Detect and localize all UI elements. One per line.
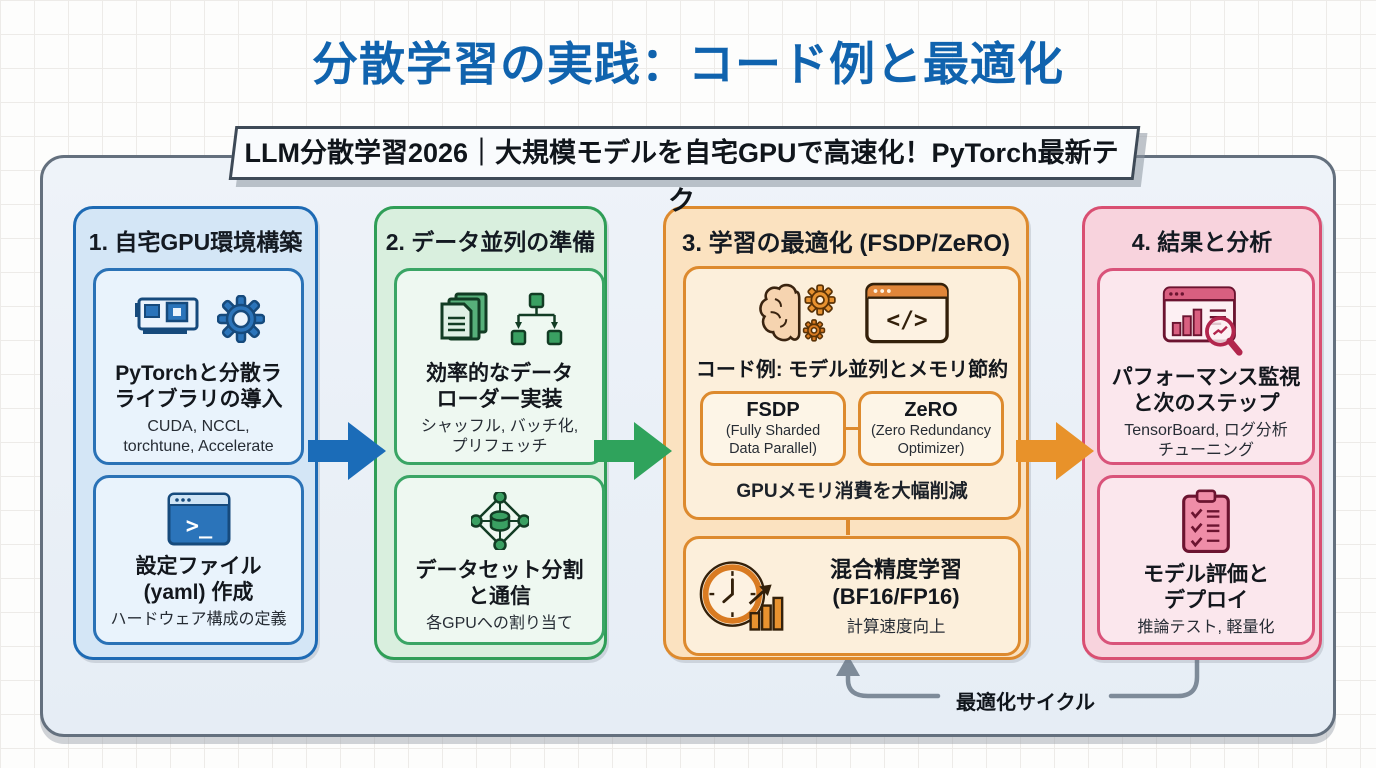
card-title-line: デプロイ xyxy=(1164,589,1248,612)
card-subtext: ハードウェア構成の定義 xyxy=(110,611,287,628)
precision-subtext: 計算速度向上 xyxy=(846,617,946,636)
precision-title-line: 混合精度学習 xyxy=(829,556,962,582)
card-yaml-config: >_ 設定ファイル (yaml) 作成 ハードウェア構成の定義 xyxy=(93,475,304,645)
flow-arrow-3 xyxy=(1016,422,1094,480)
card-subtext: チューニング xyxy=(1157,442,1254,459)
card-title-line: 設定ファイル xyxy=(135,555,262,578)
card-subtext: CUDA, NCCL, xyxy=(147,418,250,435)
column-4-title: 4. 結果と分析 xyxy=(1131,229,1273,255)
loop-arrowhead-icon xyxy=(836,655,860,676)
column-gpu-setup: 1. 自宅GPU環境構築 PyTorc xyxy=(73,206,318,660)
code-window-icon: </> xyxy=(865,282,949,344)
flow-arrow-1 xyxy=(308,422,386,480)
fsdp-zero-connector xyxy=(846,427,858,430)
card-title-line: PyTorchと分散ラ xyxy=(115,362,282,385)
column-1-title: 1. 自宅GPU環境構築 xyxy=(88,229,303,255)
terminal-prompt-glyph: >_ xyxy=(185,514,212,539)
card-pytorch-install: PyTorchと分散ラ ライブラリの導入 CUDA, NCCL, torchtu… xyxy=(93,268,304,465)
brain-gears-icon xyxy=(759,283,836,342)
card-title-line: と通信 xyxy=(468,585,531,608)
card-performance-monitoring: パフォーマンス監視 と次のステップ TensorBoard, ログ分析 チューニ… xyxy=(1097,268,1315,465)
flow-arrow-2 xyxy=(594,422,672,480)
cycle-label: 最適化サイクル xyxy=(956,692,1095,714)
clipboard-checklist-icon xyxy=(1182,489,1230,553)
card-code-example: </> コード例: モデル並列とメモリ節約 FSDP (Fully Sharde… xyxy=(683,266,1021,520)
card-subtext: 推論テスト, 軽量化 xyxy=(1137,619,1275,636)
banner-ribbon: LLM分散学習2026｜大規模モデルを自宅GPUで高速化！PyTorch最新テク xyxy=(228,126,1141,216)
card-subtext: TensorBoard, ログ分析 xyxy=(1124,422,1288,439)
zero-box: ZeRO (Zero Redundancy Optimizer) xyxy=(858,391,1004,466)
documents-icon xyxy=(440,292,487,341)
code-example-caption: コード例: モデル並列とメモリ節約 xyxy=(695,359,1009,381)
card-title-line: パフォーマンス監視 xyxy=(1111,366,1301,389)
card-title-line: ライブラリの導入 xyxy=(114,388,283,411)
card-mixed-precision: 混合精度学習 (BF16/FP16) 計算速度向上 xyxy=(683,536,1021,656)
fsdp-name: FSDP xyxy=(746,399,800,421)
terminal-icon: >_ xyxy=(167,492,230,546)
memory-note: GPUメモリ消費を大幅削減 xyxy=(736,481,968,502)
card-title-line: と次のステップ xyxy=(1132,392,1280,415)
dashboard-magnifier-icon xyxy=(1162,286,1243,356)
tree-split-icon xyxy=(510,292,562,346)
card-title-line: モデル評価と xyxy=(1143,563,1269,586)
column-training-optimization: 3. 学習の最適化 (FSDP/ZeRO) xyxy=(663,206,1029,660)
card-title-line: (yaml) 作成 xyxy=(143,581,254,604)
column-3-title: 3. 学習の最適化 (FSDP/ZeRO) xyxy=(681,230,1011,257)
card-subtext: 各GPUへの割り当て xyxy=(426,615,573,632)
card-title-line: 効率的なデータ xyxy=(426,362,573,385)
card-subtext: torchtune, Accelerate xyxy=(123,438,274,455)
card-title-line: ローダー実装 xyxy=(436,388,563,411)
fsdp-desc: (Fully Sharded xyxy=(725,423,821,439)
column-data-parallel: 2. データ並列の準備 効率的なデータ ローダー実装 シャッフル, xyxy=(374,206,607,660)
optimization-cycle-loop xyxy=(836,655,1200,699)
network-database-icon xyxy=(470,492,529,550)
card-subtext: プリフェッチ xyxy=(451,438,548,455)
column-2-title: 2. データ並列の準備 xyxy=(385,229,596,255)
card-dataset-sharding: データセット分割 と通信 各GPUへの割り当て xyxy=(394,475,605,645)
card-connector-line xyxy=(846,517,850,535)
zero-desc: (Zero Redundancy xyxy=(870,423,992,439)
column-results-analysis: 4. 結果と分析 パフォーマンス監視 と次のステップ TensorBoard xyxy=(1082,206,1322,660)
precision-title-line: (BF16/FP16) xyxy=(832,583,960,609)
clock-speed-icon xyxy=(699,561,784,631)
card-dataloader: 効率的なデータ ローダー実装 シャッフル, バッチ化, プリフェッチ xyxy=(394,268,605,465)
card-model-eval-deploy: モデル評価と デプロイ 推論テスト, 軽量化 xyxy=(1097,475,1315,645)
gear-icon xyxy=(216,295,265,343)
card-subtext: シャッフル, バッチ化, xyxy=(420,418,579,435)
zero-desc: Optimizer) xyxy=(897,441,965,457)
zero-name: ZeRO xyxy=(904,399,958,421)
gpu-card-icon xyxy=(134,297,198,334)
banner-text: LLM分散学習2026｜大規模モデルを自宅GPUで高速化！PyTorch最新テク xyxy=(244,138,1119,216)
fsdp-desc: Data Parallel) xyxy=(729,441,817,457)
page-title: 分散学習の実践：コード例と最適化 xyxy=(312,38,1064,90)
code-glyph: </> xyxy=(886,307,927,333)
card-title-line: データセット分割 xyxy=(415,559,584,582)
fsdp-box: FSDP (Fully Sharded Data Parallel) xyxy=(700,391,846,466)
